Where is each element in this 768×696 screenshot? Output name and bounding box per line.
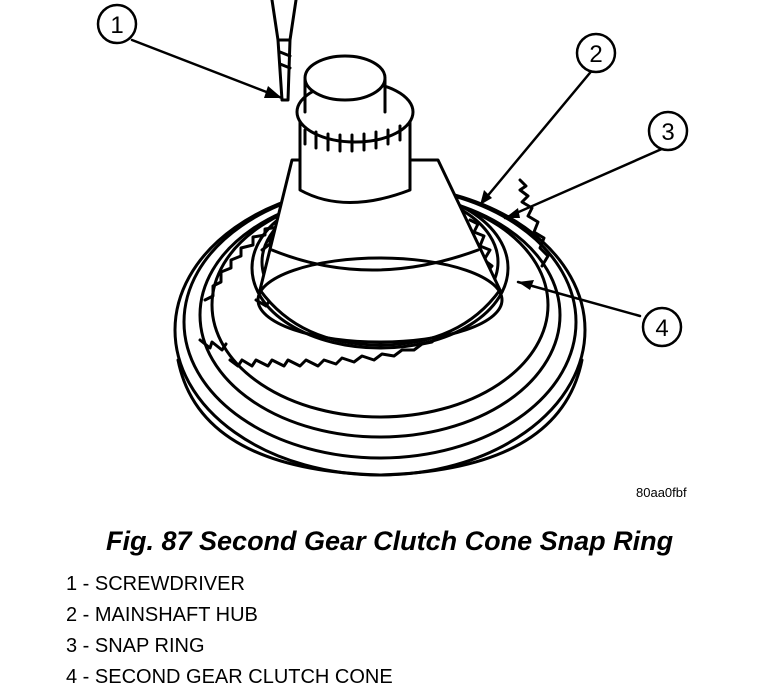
parts-legend: 1 - SCREWDRIVER 2 - MAINSHAFT HUB 3 - SN… <box>66 569 393 693</box>
callout-number-4: 4 <box>655 315 668 342</box>
callout-number-2: 2 <box>589 41 602 68</box>
callout-circle-1 <box>96 3 138 45</box>
leader-lines <box>130 38 666 318</box>
callout-number-3: 3 <box>661 119 674 146</box>
legend-item: 3 - SNAP RING <box>66 635 205 657</box>
legend-item: 1 - SCREWDRIVER <box>66 573 245 595</box>
screwdriver <box>270 0 298 102</box>
splined-shaft <box>295 54 415 204</box>
callout-circle-3 <box>647 110 689 152</box>
figure-caption: Fig. 87 Second Gear Clutch Cone Snap Rin… <box>106 526 674 556</box>
callout-circle-2 <box>575 32 617 74</box>
callout-number-1: 1 <box>110 12 123 39</box>
callout-circle-4 <box>641 306 683 348</box>
legend-item: 4 - SECOND GEAR CLUTCH CONE <box>66 666 393 688</box>
legend-item: 2 - MAINSHAFT HUB <box>66 604 258 626</box>
figure-code: 80aa0fbf <box>636 485 687 500</box>
exploded-diagram: 1 2 3 4 <box>96 0 689 477</box>
mainshaft-hub <box>256 158 504 347</box>
